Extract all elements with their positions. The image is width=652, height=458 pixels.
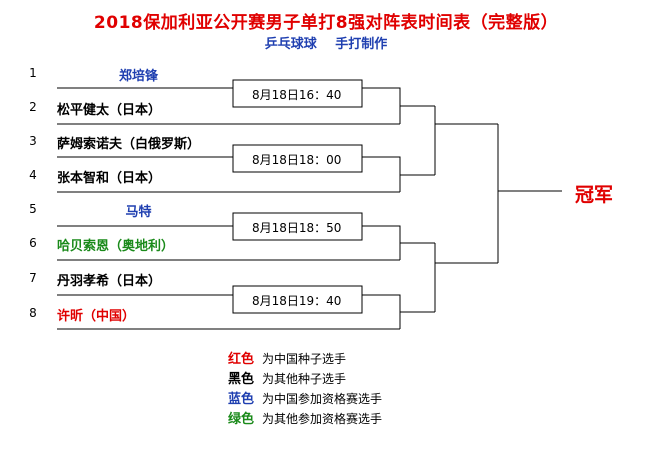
legend-key: 黑色: [228, 372, 255, 387]
seed-number: 8: [29, 306, 37, 320]
legend-item: 蓝色为中国参加资格赛选手: [228, 388, 382, 407]
player-name: 许昕（中国）: [57, 309, 136, 324]
seed-number: 4: [29, 168, 37, 182]
legend-key: 绿色: [228, 412, 255, 427]
player-name: 丹羽孝希（日本）: [57, 274, 162, 289]
player-name: 松平健太（日本）: [57, 103, 162, 118]
legend-desc: 为其他种子选手: [262, 372, 347, 386]
player-name: 郑培锋: [118, 69, 158, 84]
legend-key: 蓝色: [228, 392, 255, 407]
seed-number: 6: [29, 236, 37, 250]
legend-key: 红色: [228, 352, 255, 367]
champion-label: 冠军: [575, 184, 614, 206]
player-name: 马特: [125, 205, 152, 220]
seed-number: 3: [29, 134, 37, 148]
page-title: 2018保加利亚公开赛男子单打8强对阵表时间表（完整版）: [93, 13, 559, 33]
page-subtitle: 乒乓球球 手打制作: [264, 37, 388, 52]
legend-desc: 为其他参加资格赛选手: [262, 412, 383, 426]
legend-item: 绿色为其他参加资格赛选手: [228, 408, 382, 427]
legend-desc: 为中国种子选手: [262, 352, 347, 366]
match-time: 8月18日16：40: [252, 88, 342, 102]
player-name: 张本智和（日本）: [57, 171, 162, 186]
match-time: 8月18日19：40: [252, 294, 342, 308]
seed-number: 2: [29, 100, 37, 114]
legend-item: 红色为中国种子选手: [228, 348, 346, 367]
seed-number: 7: [29, 271, 37, 285]
legend-desc: 为中国参加资格赛选手: [262, 392, 383, 406]
match-time: 8月18日18：00: [252, 153, 342, 167]
seed-number: 5: [29, 202, 37, 216]
legend-item: 黑色为其他种子选手: [228, 368, 346, 387]
seed-number: 1: [29, 66, 37, 80]
match-time: 8月18日18：50: [252, 221, 342, 235]
player-name: 萨姆索诺夫（白俄罗斯）: [57, 137, 201, 152]
player-name: 哈贝索恩（奥地利）: [57, 239, 175, 254]
